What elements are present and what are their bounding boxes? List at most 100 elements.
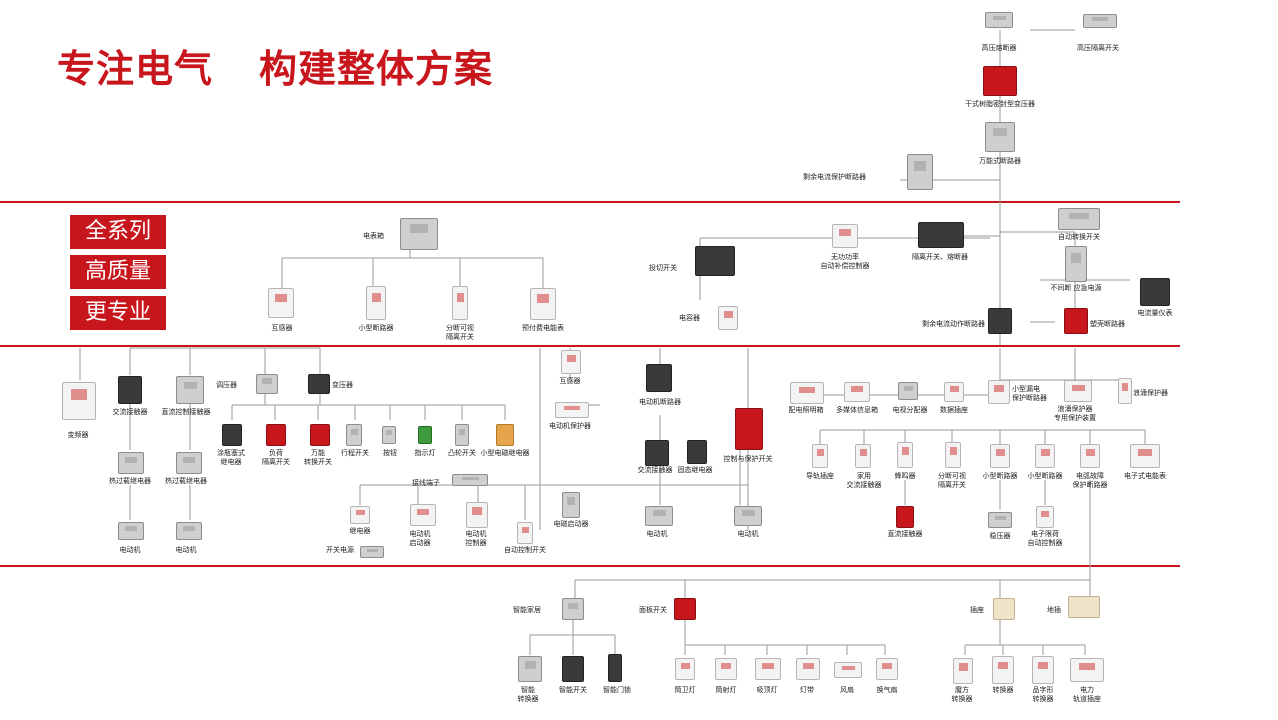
motor-ctrl-label: 电动机 控制器 [465,530,487,547]
meter-instr-label: 电流量仪表 [1137,309,1173,317]
mcb-device-icon [366,286,386,320]
motor-ctrl-device-icon [466,502,488,528]
tag-professional: 更专业 [70,296,166,330]
isolator-display-label: 分断可视 隔离开关 [446,324,474,341]
travel-switch-label: 行程开关 [341,449,369,457]
relay-label: 继电器 [349,527,371,535]
converter-device-icon [992,656,1014,684]
data-socket-device-icon [944,382,964,402]
thermal1-label: 热过载继电器 [109,477,151,485]
socket-device-icon [993,598,1015,620]
exhaust-device-icon [876,658,898,680]
regulator-label: 调压器 [216,381,237,389]
panel-switch-device-icon [674,598,696,620]
device-detail [1122,383,1128,391]
media-box-label: 多媒体信息箱 [836,406,878,414]
dist-box-device-icon [790,382,824,404]
load-switch-device-icon [266,424,286,446]
device-detail [524,661,536,669]
dc-contactor-device-icon [176,376,204,404]
motor-protect-label: 电动机保护器 [549,422,591,430]
track-device-icon [1070,658,1104,682]
dc-contactor-label: 直流控制接触器 [161,408,211,416]
mcb3-label: 小型断路器 [1027,472,1063,480]
device-detail [841,665,855,670]
ssr-device-icon [687,440,707,464]
motor-breaker-label: 电动机断路器 [639,398,681,406]
arc-breaker-label: 电弧故障 保护断路器 [1072,472,1108,489]
divider-1 [0,201,1180,203]
spot-device-icon [715,658,737,680]
relay-device-icon [350,506,370,524]
floor-socket-device-icon [1068,596,1100,618]
home-contactor-label: 家用 交流接触器 [846,472,882,489]
travel-switch-device-icon [346,424,362,446]
arc-breaker-device-icon [1080,444,1100,468]
device-detail [995,448,1005,456]
device-detail [851,386,863,392]
device-detail [521,526,529,533]
device-detail [1038,661,1048,670]
motor3-device-icon [645,506,673,526]
ceiling-device-icon [755,658,781,680]
regulator-device-icon [256,374,278,394]
transformer-label: 干式树脂密封型变压器 [965,100,1035,108]
device-detail [802,662,814,669]
relay-mod-device-icon [222,424,242,446]
device-detail [762,662,774,669]
motor2-label: 电动机 [175,546,197,554]
device-detail [456,292,464,303]
device-detail [882,662,892,669]
motor-starter-device-icon [410,504,436,526]
ats-label: 自动转换开关 [1058,233,1100,241]
fan-label: 风扇 [840,686,854,694]
device-detail [459,428,465,435]
bath-lamp-label: 筒卫灯 [674,686,696,694]
cps-device-icon [735,408,763,450]
mag-starter-label: 电磁启动器 [553,520,589,528]
device-detail [859,448,867,456]
motor-protect-device-icon [555,402,589,418]
device-detail [537,294,549,304]
thermal1-device-icon [118,452,144,474]
button-label: 按钮 [383,449,397,457]
device-detail [366,548,378,552]
hv-fuse-device-icon [985,12,1013,28]
thermal2-device-icon [176,452,202,474]
motor4-label: 电动机 [737,530,759,538]
rail-socket-device-icon [812,444,828,468]
device-detail [1079,662,1095,670]
device-detail [1071,384,1085,391]
device-detail [386,429,392,435]
ct-device-icon [268,288,294,318]
isolator-display-device-icon [452,286,468,320]
hv-switch-device-icon [1083,14,1117,28]
motor2-device-icon [176,522,202,540]
title-part1: 专注电气 [57,47,214,91]
rail-socket-label: 导轨插座 [806,472,834,480]
timer-device-icon [1036,506,1054,528]
device-detail [994,515,1006,520]
stabilizer-device-icon [988,512,1012,528]
smart-lock-device-icon [608,654,622,682]
smart-home-label: 智能家居 [513,606,541,614]
switch-psu-label: 开关电源 [326,546,354,554]
socket-label: 插座 [970,606,984,614]
relay-mod-label: 涂瓶塞式 继电器 [217,449,245,466]
device-detail [350,428,358,435]
divider-2 [0,345,1180,347]
auto-switch-label: 自动控制开关 [504,546,546,554]
meter-box-label: 电表箱 [363,232,384,240]
mag-starter-device-icon [562,492,580,518]
smart-switch-device-icon [562,656,584,682]
reactive-device-icon [832,224,858,248]
motor1-device-icon [118,522,144,540]
device-detail [262,378,272,384]
indicator-device-icon [418,426,432,444]
buzzer-label: 蜂鸣器 [894,472,916,480]
device-detail [1069,212,1089,219]
page-title: 专注电气构建整体方案 [57,38,493,93]
device-detail [741,510,755,516]
smart-home-device-icon [562,598,584,620]
